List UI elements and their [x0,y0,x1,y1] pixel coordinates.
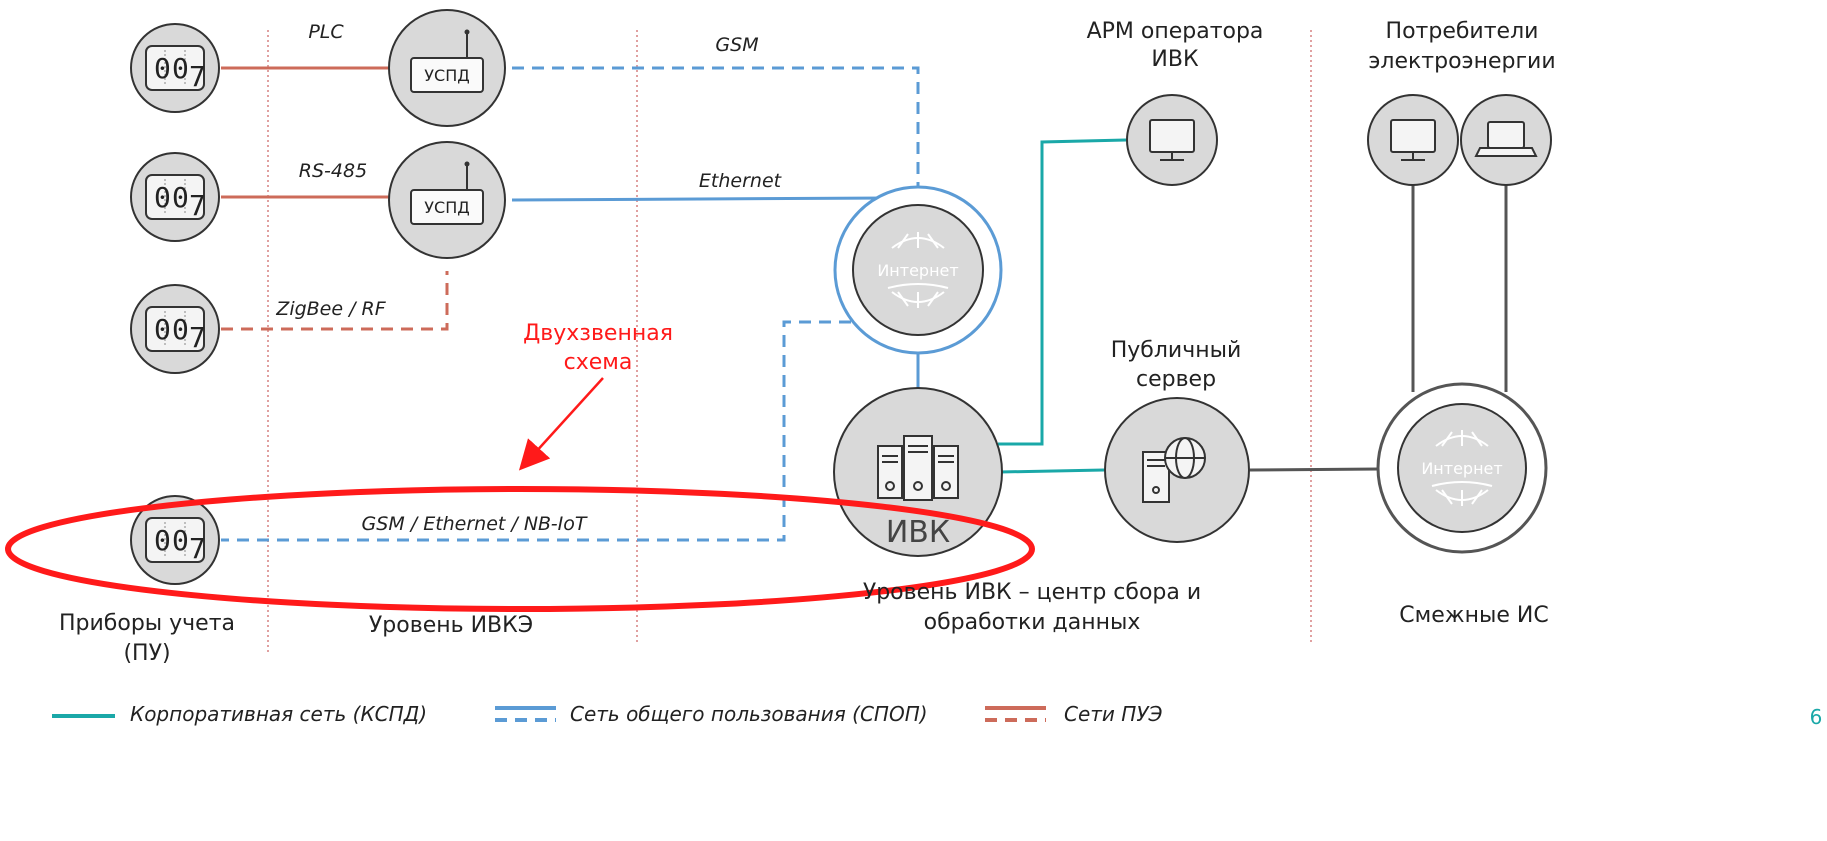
legend: Корпоративная сеть (КСПД) Сеть общего по… [52,702,1163,726]
link-public-server-adjacent [1249,467,1381,472]
meter-digit-1: 0 [154,52,171,85]
meter-3: 0 0 7 [130,284,220,374]
meter-1: 0 0 7 [130,23,220,113]
server-rack-icon [877,435,959,501]
meter-digit-2: 0 [172,181,189,214]
meter-digit-2: 0 [172,313,189,346]
annotation-text-line2: схема [564,350,633,375]
uspd-node-2: УСПД [388,141,506,259]
uspd-label: УСПД [424,66,469,85]
ivk-label: ИВК [886,515,950,550]
consumers-title-line1: Потребители [1386,19,1539,44]
internet-node: Интернет [833,185,1003,355]
internet-label: Интернет [877,261,958,280]
level-ivk-line1: Уровень ИВК – центр сбора и [863,580,1201,605]
web-server-icon [1142,437,1206,503]
arm-workstation-node [1126,94,1218,186]
adjacent-internet-node: Интернет [1376,382,1548,554]
links [221,66,1508,542]
monitor-icon [1390,119,1436,161]
link-meter3-uspd2 [221,271,449,331]
annotation-text-line1: Двухзвенная [523,321,673,346]
legend-label-pue: Сети ПУЭ [1064,702,1163,726]
page-number: 6 [1810,705,1823,729]
meter-2: 0 0 7 [130,152,220,242]
consumer-pc-node [1367,94,1459,186]
link-internet-meter4 [221,320,851,542]
meter-digit-3: 7 [189,321,206,354]
meter-digit-1: 0 [154,313,171,346]
globe-icon [1431,430,1493,506]
level-dividers [267,30,1312,655]
level-meters-line1: Приборы учета [59,611,235,636]
laptop-icon [1474,121,1538,157]
link-ivk-public-server [999,468,1105,474]
two-tier-annotation: Двухзвенная схема [5,321,1035,612]
uspd-node-1: УСПД [388,9,506,127]
level-adjacent: Смежные ИС [1399,603,1548,628]
legend-label-public: Сеть общего пользования (СПОП) [570,702,928,726]
arm-title-line1: АРМ оператора [1087,19,1264,44]
level-ivk-line2: обработки данных [924,610,1141,635]
meter-digit-3: 7 [189,189,206,222]
monitor-icon [1149,119,1195,161]
link-ivk-arm [998,138,1127,446]
meter-digit-3: 7 [189,60,206,93]
meter-digit-2: 0 [172,524,189,557]
meter-digit-2: 0 [172,52,189,85]
internet-label: Интернет [1421,459,1502,478]
link-uspd2-internet-ethernet [511,196,891,202]
link-uspd1-internet-gsm [512,66,920,190]
link-label-gsm-ethernet-nbiot: GSM / Ethernet / NB-IoT [362,513,588,535]
link-label-rs485: RS-485 [299,160,367,182]
uspd-label: УСПД [424,198,469,217]
link-label-gsm: GSM [715,34,758,56]
globe-icon [887,232,949,308]
level-meters-line2: (ПУ) [123,641,170,666]
meter-digit-3: 7 [189,532,206,565]
public-server-title-line1: Публичный [1111,338,1242,363]
meter-4: 0 0 7 [130,495,220,585]
level-ivke: Уровень ИВКЭ [369,613,533,638]
link-label-ethernet: Ethernet [699,170,783,192]
meter-digit-1: 0 [154,524,171,557]
public-server-node [1104,397,1250,543]
legend-label-corporate: Корпоративная сеть (КСПД) [130,702,427,726]
consumers-title-line2: электроэнергии [1368,49,1555,74]
two-tier-ellipse [5,486,1035,612]
meter-digit-1: 0 [154,181,171,214]
ivk-node: ИВК [833,387,1003,557]
annotation-arrow [518,377,604,471]
link-label-zigbee: ZigBee / RF [275,298,386,320]
public-server-title-line2: сервер [1136,367,1216,392]
consumer-laptop-node [1460,94,1552,186]
link-label-plc: PLC [308,21,344,43]
arm-title-line2: ИВК [1151,47,1199,72]
